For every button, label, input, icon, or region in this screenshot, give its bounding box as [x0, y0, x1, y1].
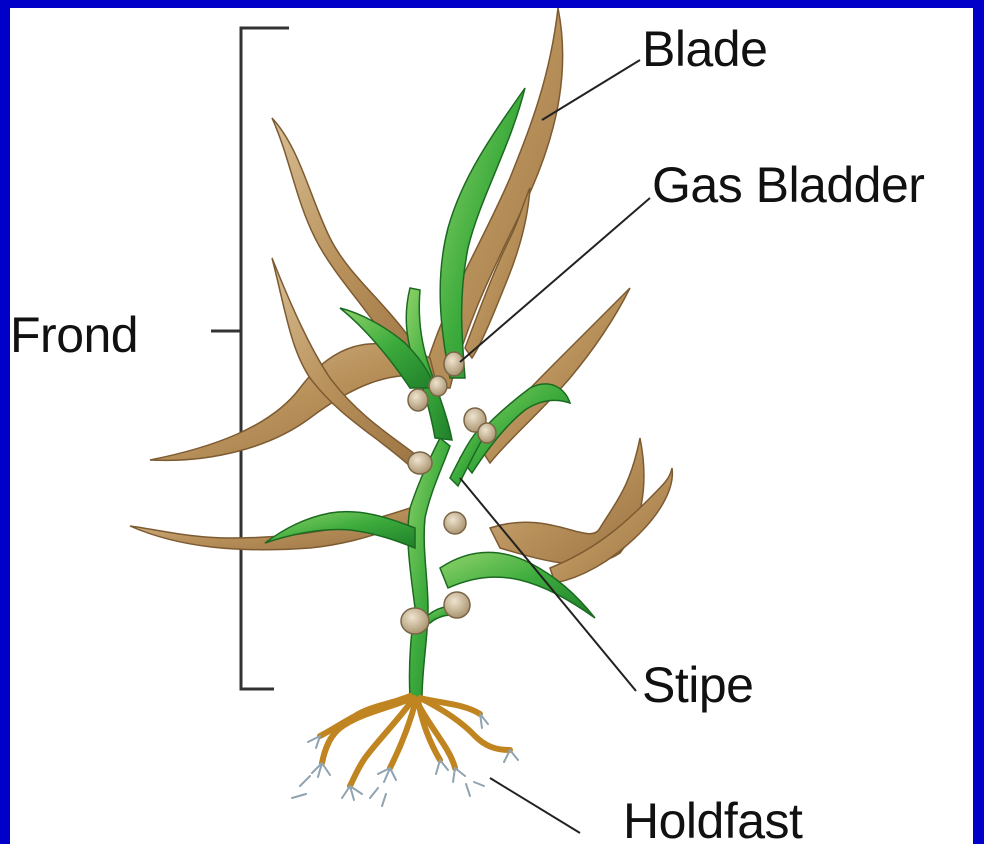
holdfast	[320, 696, 510, 786]
holdfast-label: Holdfast	[623, 796, 802, 844]
frond-label: Frond	[10, 310, 138, 360]
stipe-leader-line	[460, 478, 636, 691]
diagram-panel: Blade Gas Bladder Frond Stipe Holdfast	[10, 8, 973, 844]
kelp-illustration	[10, 8, 973, 844]
stipe-label: Stipe	[642, 660, 753, 710]
blades	[130, 8, 672, 583]
gas-bladder-label: Gas Bladder	[652, 160, 924, 210]
blade-label: Blade	[642, 24, 767, 74]
holdfast-leader-line	[490, 778, 580, 833]
